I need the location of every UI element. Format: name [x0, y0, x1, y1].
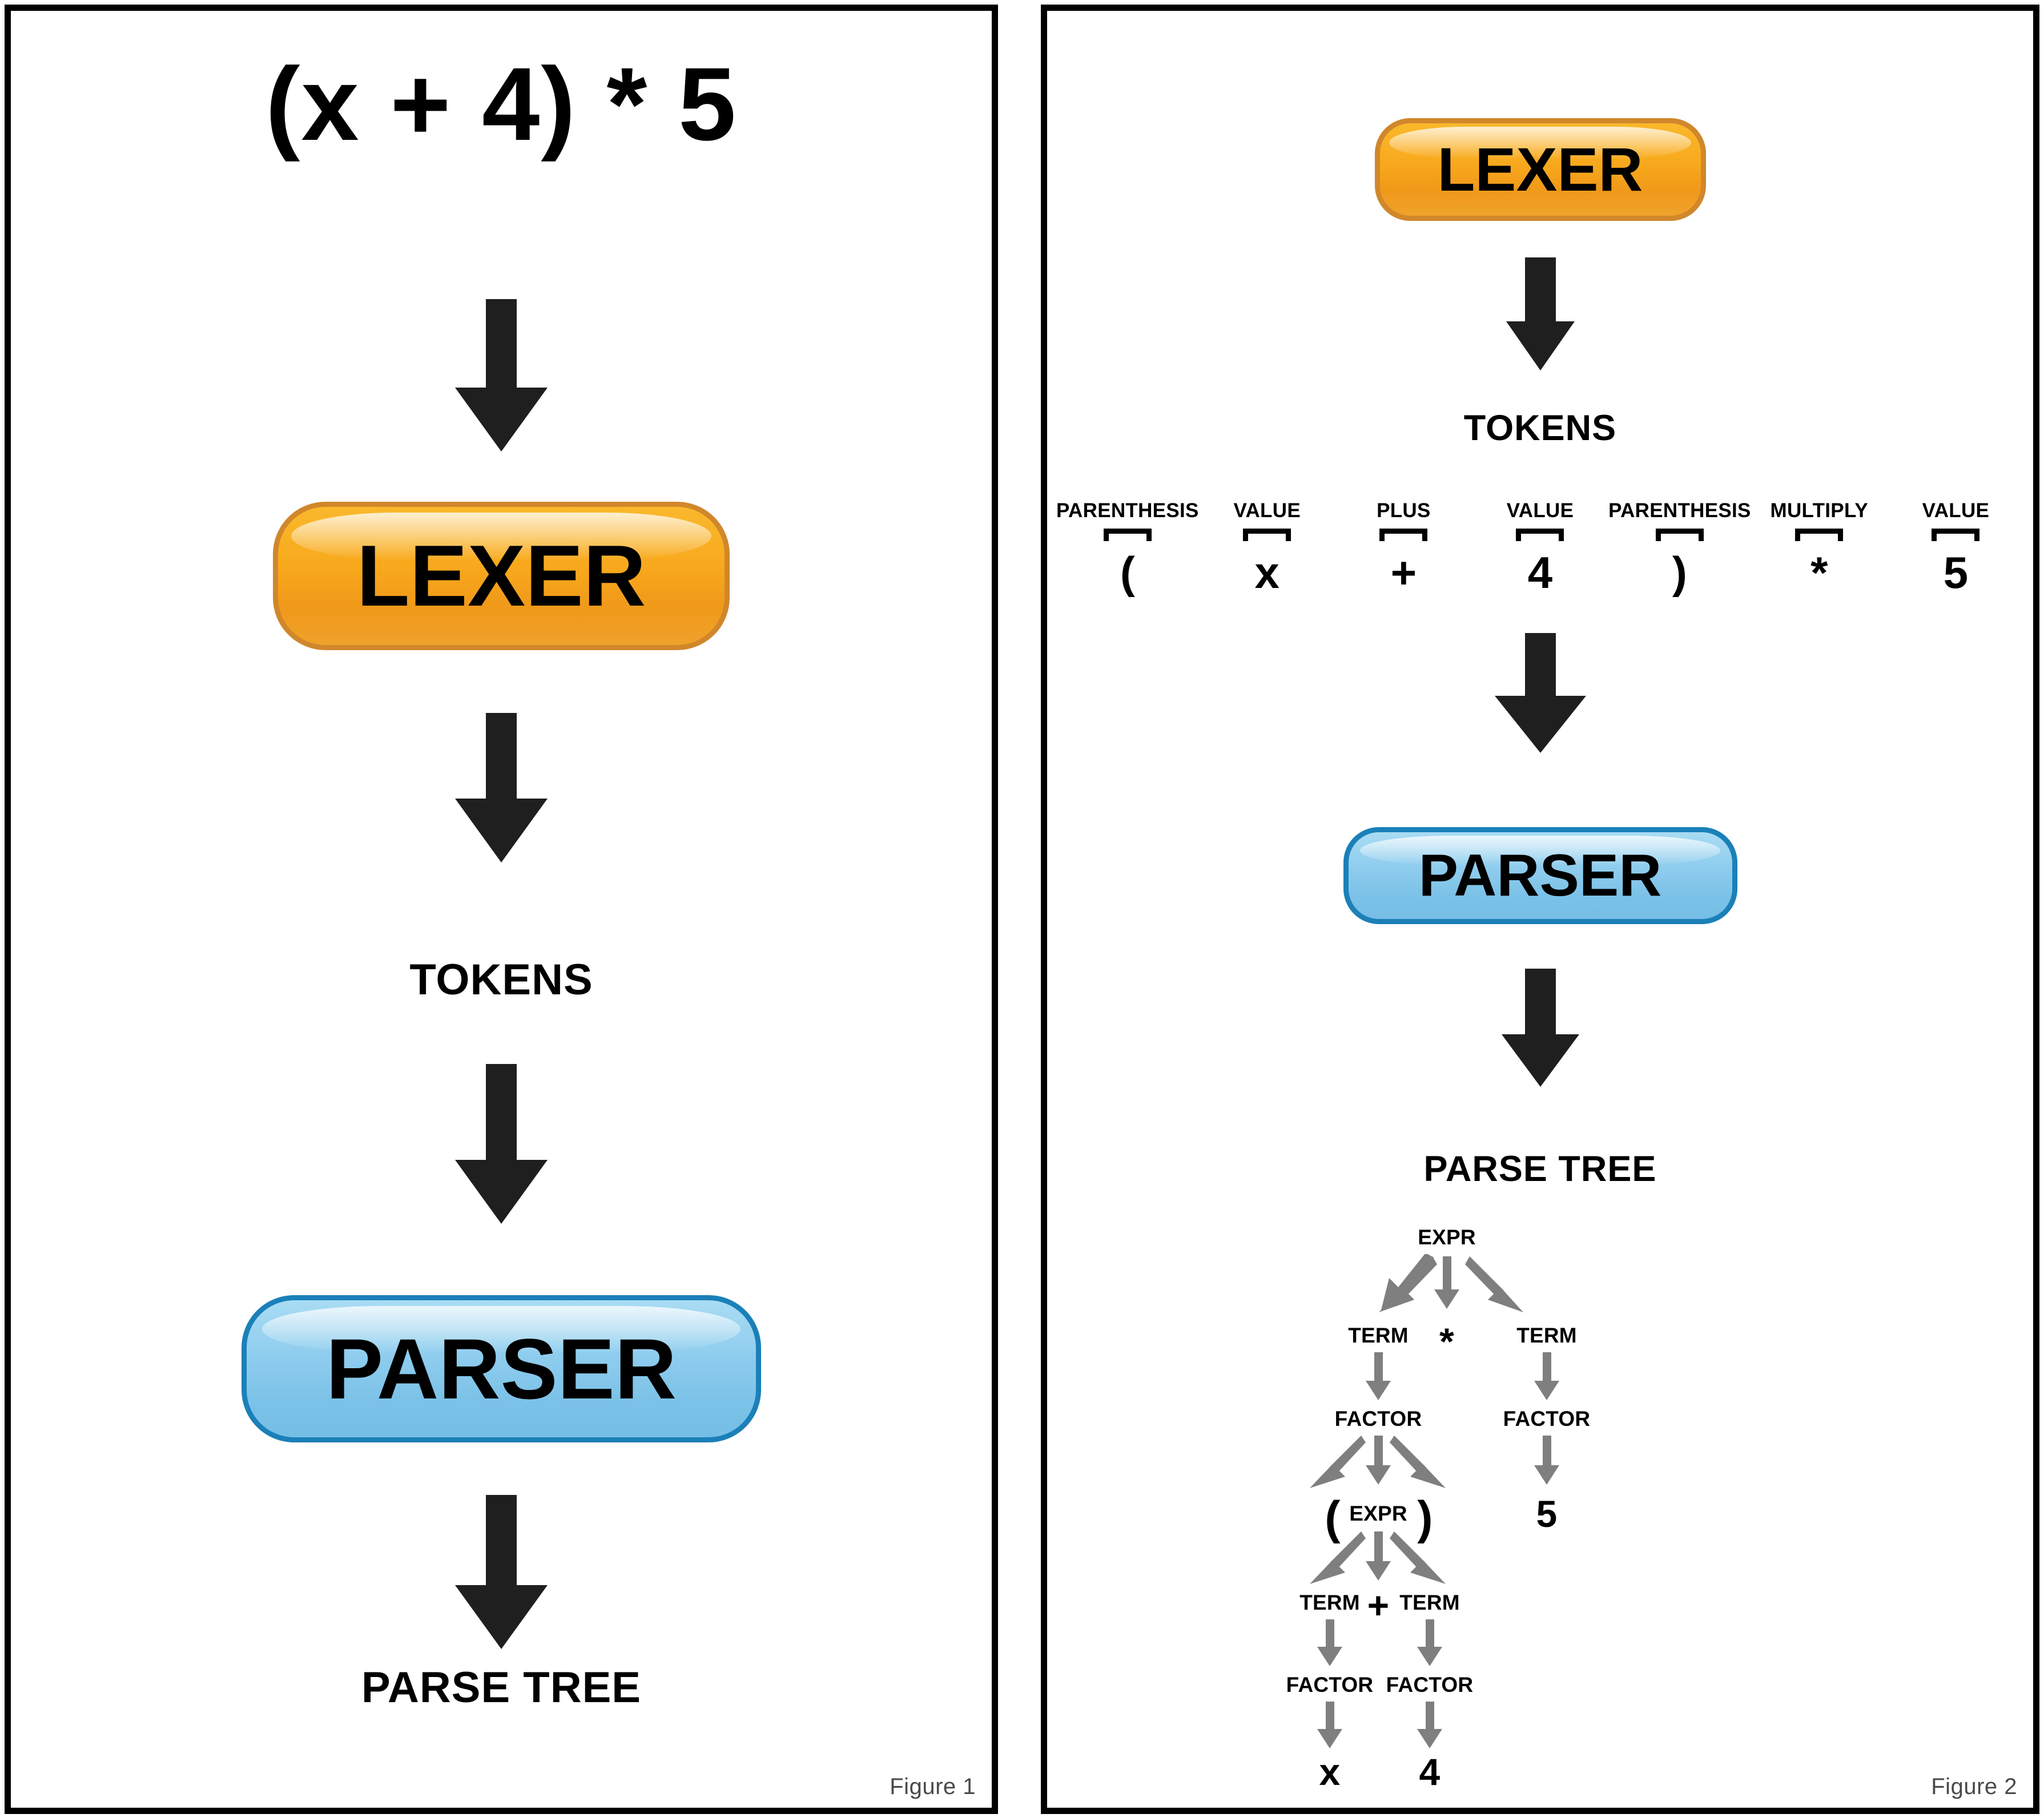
tree-arrow-right-term-to-factor — [1534, 1352, 1559, 1400]
tree-arrow-left-term-to-factor — [1366, 1352, 1391, 1400]
arrow-expression-to-lexer — [455, 299, 548, 452]
tree-node-right-parenthesis: ) — [1417, 1492, 1433, 1544]
token-bracket-icon — [1516, 529, 1564, 541]
tree-node-value-x: x — [1319, 1751, 1341, 1793]
token-name: VALUE — [1506, 499, 1574, 522]
tokens-label: TOKENS — [409, 956, 593, 1004]
token-symbol: 5 — [1943, 547, 1969, 598]
tree-arrow-inner-right-term-to-factor — [1417, 1619, 1442, 1666]
token-name: VALUE — [1922, 499, 1990, 522]
token-symbol: 4 — [1527, 547, 1553, 598]
token-item: PARENTHESIS ( — [1056, 501, 1199, 595]
lexer-label: LEXER — [356, 527, 646, 624]
tree-arrow-inner-expr-to-left-term — [1304, 1529, 1367, 1589]
tree-node-factor-right: FACTOR — [1503, 1407, 1591, 1430]
token-name: MULTIPLY — [1770, 499, 1869, 522]
arrow-tokens-to-parser — [1494, 633, 1586, 753]
figure-2-panel: LEXER TOKENS PARENTHESIS ( VALUE x PLUS — [1041, 5, 2039, 1814]
tree-node-factor-left: FACTOR — [1334, 1407, 1422, 1430]
token-name: PARENTHESIS — [1608, 499, 1751, 522]
parse-tree-label: PARSE TREE — [1423, 1149, 1657, 1189]
tree-node-value-4: 4 — [1419, 1751, 1441, 1793]
tree-node-term-left: TERM — [1348, 1324, 1409, 1347]
tree-arrow-factor-to-value-5 — [1534, 1436, 1559, 1485]
figure-2-caption: Figure 2 — [1931, 1774, 2017, 1799]
lexer-button[interactable]: LEXER — [273, 502, 730, 650]
tree-node-plus-operator: + — [1367, 1584, 1390, 1626]
parser-label: PARSER — [1418, 843, 1662, 909]
tree-node-inner-term-right: TERM — [1399, 1591, 1460, 1614]
arrow-parser-to-parse-tree — [455, 1495, 548, 1649]
tree-node-left-parenthesis: ( — [1325, 1492, 1341, 1544]
token-name: PLUS — [1377, 499, 1431, 522]
token-item: PARENTHESIS ) — [1608, 501, 1751, 595]
lexer-label: LEXER — [1437, 135, 1643, 204]
tree-node-inner-factor-left: FACTOR — [1286, 1673, 1374, 1696]
tree-node-inner-term-left: TERM — [1299, 1591, 1360, 1614]
token-item: VALUE x — [1199, 501, 1335, 595]
token-symbol: ) — [1672, 547, 1687, 598]
token-item: VALUE 5 — [1888, 501, 2024, 595]
token-bracket-icon — [1379, 529, 1428, 541]
lexer-button[interactable]: LEXER — [1374, 118, 1706, 221]
tree-node-term-right: TERM — [1516, 1324, 1577, 1347]
token-bracket-icon — [1795, 529, 1844, 541]
parse-tree-diagram: EXPR TERM — [1047, 1227, 2033, 1797]
token-name: PARENTHESIS — [1056, 499, 1199, 522]
tree-arrow-root-to-right-term — [1464, 1254, 1532, 1320]
figure-1-panel: (x + 4) * 5 LEXER TOKENS PARSER — [5, 5, 998, 1814]
tree-arrow-inner-left-factor-to-value — [1317, 1702, 1342, 1748]
parse-tree-label: PARSE TREE — [361, 1663, 641, 1712]
figure-1-caption: Figure 1 — [890, 1774, 976, 1799]
parser-button[interactable]: PARSER — [1343, 827, 1737, 924]
tree-arrow-root-to-multiply — [1434, 1256, 1459, 1309]
tokens-label: TOKENS — [1463, 408, 1617, 448]
tree-arrow-inner-left-term-to-factor — [1317, 1619, 1342, 1666]
tree-node-multiply-operator: * — [1439, 1320, 1454, 1363]
tree-arrow-inner-expr-to-right-term — [1390, 1529, 1452, 1589]
token-symbol: ( — [1120, 547, 1135, 598]
tree-arrow-inner-expr-to-plus — [1366, 1531, 1391, 1581]
token-bracket-icon — [1103, 529, 1152, 541]
arrow-parser-to-parse-tree — [1501, 969, 1579, 1087]
arrow-tokens-to-parser — [455, 1064, 548, 1224]
token-symbol: + — [1390, 547, 1417, 598]
token-list: PARENTHESIS ( VALUE x PLUS + VALUE 4 PAR — [1056, 501, 2024, 595]
input-expression: (x + 4) * 5 — [265, 46, 738, 162]
token-bracket-icon — [1243, 529, 1291, 541]
token-bracket-icon — [1932, 529, 1980, 541]
tree-node-inner-expr: EXPR — [1349, 1502, 1407, 1525]
tree-node-value-5: 5 — [1536, 1493, 1558, 1535]
tree-node-root-expr: EXPR — [1418, 1226, 1476, 1249]
token-item: MULTIPLY * — [1751, 501, 1888, 595]
tree-arrow-factor-to-rparen — [1390, 1433, 1452, 1493]
parser-button[interactable]: PARSER — [242, 1295, 761, 1442]
token-symbol: x — [1254, 547, 1279, 598]
token-item: PLUS + — [1335, 501, 1472, 595]
tree-arrow-factor-to-inner-expr — [1366, 1436, 1391, 1485]
token-item: VALUE 4 — [1472, 501, 1608, 595]
tree-node-inner-factor-right: FACTOR — [1386, 1673, 1474, 1696]
tree-arrow-factor-to-lparen — [1304, 1433, 1367, 1493]
tree-arrow-root-to-left-term — [1370, 1253, 1438, 1320]
token-bracket-icon — [1655, 529, 1704, 541]
arrow-lexer-to-tokens — [455, 713, 548, 862]
token-name: VALUE — [1233, 499, 1301, 522]
arrow-lexer-to-tokens — [1506, 257, 1575, 370]
tree-arrow-inner-right-factor-to-value — [1417, 1702, 1442, 1748]
token-symbol: * — [1810, 547, 1828, 598]
parser-label: PARSER — [326, 1321, 677, 1417]
